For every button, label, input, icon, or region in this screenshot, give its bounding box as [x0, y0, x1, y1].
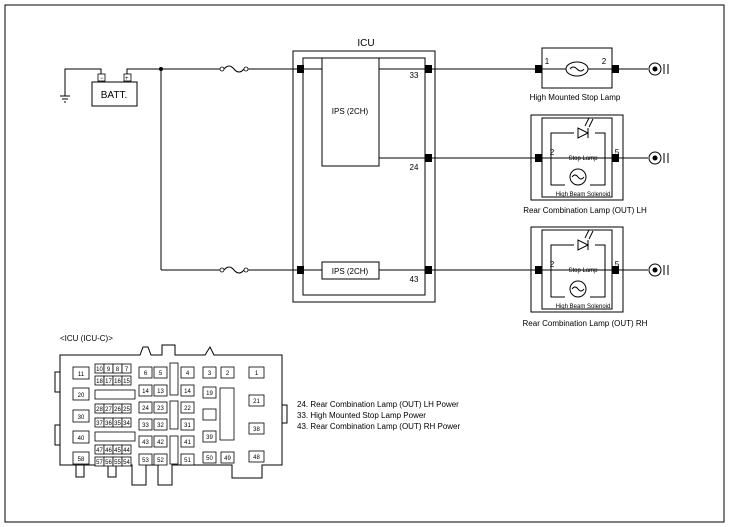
battery-box — [91, 81, 138, 107]
svg-text:25: 25 — [123, 407, 130, 413]
ips-lower-label: IPS (2CH) — [332, 267, 369, 276]
svg-text:52: 52 — [157, 458, 164, 464]
svg-text:5: 5 — [615, 148, 620, 157]
svg-text:54: 54 — [123, 460, 130, 466]
rear-combination-lamp-lh-label: Rear Combination Lamp (OUT) LH — [523, 206, 647, 215]
battery: − + BATT. — [91, 73, 138, 107]
svg-text:8: 8 — [116, 367, 120, 373]
icu-pin-43: 43 — [410, 275, 419, 284]
svg-text:17: 17 — [105, 379, 112, 385]
svg-text:36: 36 — [105, 421, 112, 427]
svg-text:11: 11 — [78, 372, 85, 378]
svg-text:42: 42 — [157, 440, 164, 446]
svg-text:14: 14 — [142, 389, 149, 395]
svg-text:23: 23 — [157, 406, 164, 412]
svg-text:49: 49 — [224, 456, 231, 462]
battery-positive-wire — [126, 68, 161, 74]
svg-text:6: 6 — [144, 371, 148, 377]
svg-text:55: 55 — [114, 460, 121, 466]
svg-text:19: 19 — [206, 391, 213, 397]
svg-text:Stop Lamp: Stop Lamp — [568, 268, 598, 274]
icu-outer-box — [292, 50, 436, 303]
svg-text:5: 5 — [159, 371, 163, 377]
icu-pin-33: 33 — [410, 71, 419, 80]
svg-text:46: 46 — [105, 448, 112, 454]
svg-text:20: 20 — [78, 393, 85, 399]
svg-text:10: 10 — [96, 367, 103, 373]
svg-text:57: 57 — [96, 460, 103, 466]
pin-legend: 24. Rear Combination Lamp (OUT) LH Power… — [297, 400, 461, 431]
svg-text:43: 43 — [142, 440, 149, 446]
svg-text:47: 47 — [96, 448, 103, 454]
svg-text:−: − — [100, 76, 104, 82]
svg-text:High Beam Solenoid: High Beam Solenoid — [556, 304, 611, 310]
svg-text:41: 41 — [184, 440, 191, 446]
svg-text:13: 13 — [157, 389, 164, 395]
ips-upper-label: IPS (2CH) — [332, 107, 369, 116]
svg-text:Stop Lamp: Stop Lamp — [568, 156, 598, 162]
svg-text:38: 38 — [253, 427, 260, 433]
svg-text:40: 40 — [78, 436, 85, 442]
svg-text:+: + — [125, 76, 129, 82]
icu-pin-24: 24 — [410, 163, 419, 172]
svg-text:56: 56 — [105, 460, 112, 466]
svg-text:1: 1 — [255, 371, 259, 377]
svg-text:2: 2 — [550, 148, 555, 157]
svg-text:16: 16 — [114, 379, 121, 385]
fuse-lower — [219, 266, 299, 274]
connector-face: 11 20 30 40 58 10 9 8 7 18 17 16 15 28 2… — [54, 344, 288, 486]
ground-symbol — [60, 68, 102, 103]
svg-text:58: 58 — [78, 457, 85, 463]
svg-text:45: 45 — [114, 448, 121, 454]
svg-text:37: 37 — [96, 421, 103, 427]
page-border — [4, 4, 725, 523]
svg-text:34: 34 — [123, 421, 130, 427]
svg-text:51: 51 — [184, 458, 191, 464]
svg-text:2: 2 — [226, 371, 230, 377]
svg-text:9: 9 — [107, 367, 111, 373]
svg-text:7: 7 — [125, 367, 129, 373]
svg-text:35: 35 — [114, 421, 121, 427]
svg-text:3: 3 — [208, 371, 212, 377]
svg-text:18: 18 — [96, 379, 103, 385]
svg-text:15: 15 — [123, 379, 130, 385]
svg-text:50: 50 — [206, 456, 213, 462]
svg-text:32: 32 — [157, 423, 164, 429]
svg-text:21: 21 — [253, 399, 260, 405]
svg-text:31: 31 — [184, 423, 191, 429]
svg-text:28: 28 — [96, 407, 103, 413]
svg-text:44: 44 — [123, 448, 130, 454]
rear-combination-lamp-rh: 2 5 Stop Lamp High Beam Solenoid Rear Co… — [523, 226, 669, 328]
rear-combination-lamp-lh: 2 5 Stop Lamp High Beam Solenoid Rear Co… — [523, 114, 669, 215]
high-mounted-stop-lamp-label: High Mounted Stop Lamp — [530, 93, 621, 102]
icu-title: ICU — [357, 38, 374, 49]
connector-title: <ICU (ICU-C)> — [60, 334, 113, 343]
svg-text:53: 53 — [142, 458, 149, 464]
svg-text:27: 27 — [105, 407, 112, 413]
ips-upper-box — [321, 57, 380, 167]
legend-item: 24. Rear Combination Lamp (OUT) LH Power — [297, 400, 459, 409]
icu-module: ICU IPS (2CH) IPS (2CH) 33 24 43 — [292, 38, 436, 303]
svg-text:4: 4 — [186, 371, 190, 377]
svg-text:2: 2 — [602, 57, 607, 66]
svg-text:24: 24 — [142, 406, 149, 412]
battery-label: BATT. — [101, 90, 127, 101]
svg-text:14: 14 — [184, 389, 191, 395]
svg-text:High Beam Solenoid: High Beam Solenoid — [556, 192, 611, 198]
svg-text:30: 30 — [78, 415, 85, 421]
svg-text:1: 1 — [545, 57, 550, 66]
legend-item: 33. High Mounted Stop Lamp Power — [297, 411, 426, 420]
fuse-upper — [219, 65, 299, 73]
svg-text:26: 26 — [114, 407, 121, 413]
svg-text:39: 39 — [206, 435, 213, 441]
svg-text:48: 48 — [253, 455, 260, 461]
legend-item: 43. Rear Combination Lamp (OUT) RH Power — [297, 422, 461, 431]
svg-text:33: 33 — [142, 423, 149, 429]
svg-text:2: 2 — [550, 260, 555, 269]
svg-text:5: 5 — [615, 260, 620, 269]
svg-text:22: 22 — [184, 406, 191, 412]
high-mounted-stop-lamp: 1 2 High Mounted Stop Lamp — [530, 47, 669, 102]
rear-combination-lamp-rh-label: Rear Combination Lamp (OUT) RH — [523, 319, 648, 328]
